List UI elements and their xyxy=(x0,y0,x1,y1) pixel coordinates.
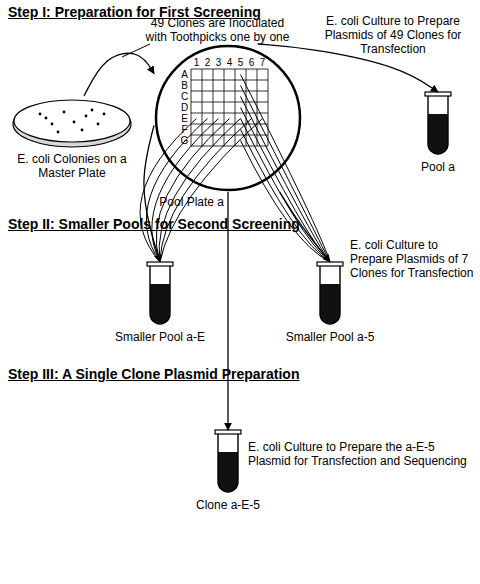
flow-arrow xyxy=(84,53,154,96)
colony-dot xyxy=(63,111,66,114)
culture-note: E. coli Culture to Prepare the a-E-5 Pla… xyxy=(248,440,470,468)
culture-tube-outline xyxy=(147,262,173,326)
tube-rim xyxy=(425,92,451,96)
tube-label: Smaller Pool a-E xyxy=(100,330,220,344)
colony-dot xyxy=(97,123,100,126)
tube-body xyxy=(428,96,448,154)
row-letter: E xyxy=(179,113,190,124)
culture-tube: E. coli Culture to Prepare the a-E-5 Pla… xyxy=(215,430,241,494)
culture-note: E. coli Culture to Prepare Plasmids of 4… xyxy=(318,14,468,56)
plate-rim xyxy=(13,101,131,147)
row-letter: A xyxy=(179,69,190,80)
tube-label: Pool a xyxy=(398,160,478,174)
column-number: 2 xyxy=(202,57,213,68)
colony-dot xyxy=(45,117,48,120)
tube-body xyxy=(320,266,340,324)
culture-tube-outline xyxy=(215,430,241,494)
column-number: 3 xyxy=(213,57,224,68)
column-number: 6 xyxy=(246,57,257,68)
column-strand xyxy=(241,75,331,263)
plate-label: Pool Plate a xyxy=(140,195,224,209)
column-strands xyxy=(241,75,331,263)
plate-surface xyxy=(14,100,130,142)
tube-rim xyxy=(317,262,343,266)
row-letter: G xyxy=(179,135,190,146)
tube-culture xyxy=(218,452,238,492)
column-strand xyxy=(241,130,331,263)
culture-tube-outline xyxy=(317,262,343,326)
edge-label: 49 Clones are Inoculated with Toothpicks… xyxy=(140,16,295,44)
culture-tube-outline xyxy=(425,92,451,156)
row-strand xyxy=(140,119,196,263)
tube-culture xyxy=(428,114,448,154)
row-letter: B xyxy=(179,80,190,91)
leader-line xyxy=(122,44,150,57)
row-strand xyxy=(160,119,263,263)
column-strand xyxy=(241,97,331,263)
culture-note: E. coli Culture to Prepare Plasmids of 7… xyxy=(350,238,475,280)
row-strand xyxy=(152,119,219,263)
colony-dot xyxy=(73,121,76,124)
step-heading: Step III: A Single Clone Plasmid Prepara… xyxy=(8,366,408,382)
column-strand xyxy=(241,119,331,263)
culture-tube: Smaller Pool a-E xyxy=(147,262,173,326)
row-strand xyxy=(146,119,207,263)
colony-dot xyxy=(91,109,94,112)
plate-label: E. coli Colonies on a Master Plate xyxy=(17,152,127,180)
row-letter: C xyxy=(179,91,190,102)
colony-dot xyxy=(85,115,88,118)
colony-dot xyxy=(103,113,106,116)
flow-arrow xyxy=(144,125,160,262)
tube-culture xyxy=(150,284,170,324)
column-number: 4 xyxy=(224,57,235,68)
colony-dot xyxy=(81,129,84,132)
tube-culture xyxy=(320,284,340,324)
master-plate-outline xyxy=(12,96,132,148)
tube-body xyxy=(218,434,238,492)
column-number: 1 xyxy=(191,57,202,68)
tube-label: Clone a-E-5 xyxy=(168,498,288,512)
row-letter: D xyxy=(179,102,190,113)
tube-rim xyxy=(215,430,241,434)
column-strand xyxy=(241,86,331,263)
tube-label: Smaller Pool a-5 xyxy=(270,330,390,344)
column-number: 7 xyxy=(257,57,268,68)
column-strand xyxy=(241,141,331,263)
column-number: 5 xyxy=(235,57,246,68)
pool-plate-circle xyxy=(156,46,300,190)
colony-dot xyxy=(57,131,60,134)
master-plate: E. coli Colonies on a Master Plate xyxy=(12,96,132,148)
culture-tube: E. coli Culture to Prepare Plasmids of 7… xyxy=(317,262,343,326)
culture-tube: E. coli Culture to Prepare Plasmids of 4… xyxy=(425,92,451,156)
colony-dot xyxy=(51,123,54,126)
tube-body xyxy=(150,266,170,324)
step-heading: Step II: Smaller Pools for Second Screen… xyxy=(8,216,408,232)
colony-dot xyxy=(39,113,42,116)
row-letter: F xyxy=(179,124,190,135)
tube-rim xyxy=(147,262,173,266)
